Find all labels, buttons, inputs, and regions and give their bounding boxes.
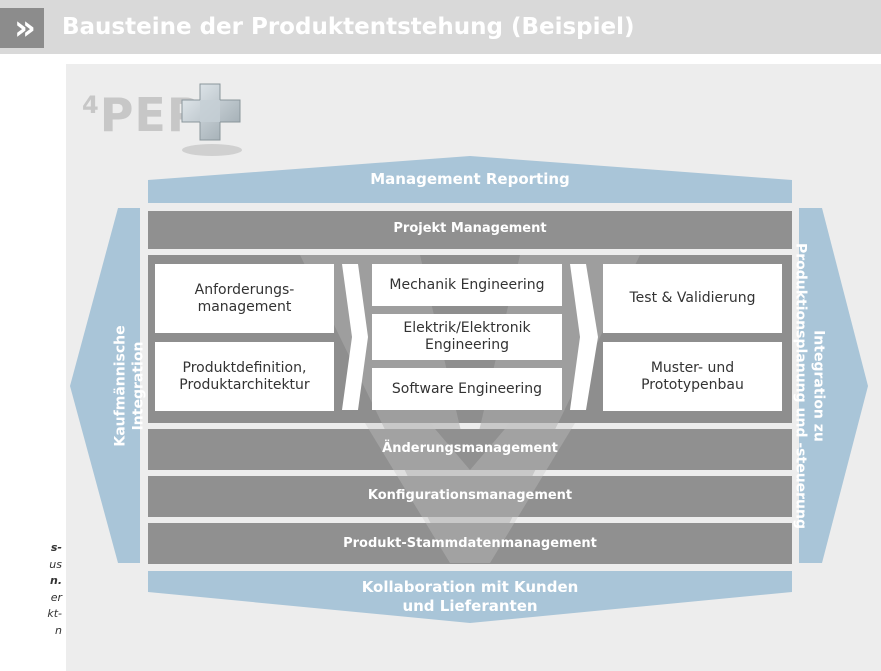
box-line: management — [197, 298, 292, 315]
musterbau-box: Muster- und Prototypenbau — [603, 342, 782, 411]
projekt-management-label: Projekt Management — [393, 221, 547, 236]
page-title: Bausteine der Produktentstehung (Beispie… — [62, 14, 635, 40]
kaufmaennische-integration-arrow — [70, 208, 140, 563]
side-caption: s- us n. er kt- n — [0, 540, 62, 639]
management-reporting-label: Management Reporting — [370, 170, 570, 188]
box-line: Anforderungs- — [194, 281, 295, 298]
box-line: Produktarchitektur — [179, 376, 310, 393]
box-line: Engineering — [425, 337, 509, 353]
label-line: Integration zu — [810, 330, 827, 442]
box-line: Muster- und — [650, 359, 735, 376]
chevron-right-icon — [570, 264, 598, 410]
caption-line: er — [50, 590, 62, 604]
chevron-right-icon: » — [0, 8, 44, 48]
chevron-right-icon — [342, 264, 368, 410]
produktdefinition-box: Produktdefinition, Produktarchitektur — [155, 342, 334, 411]
caption-line: kt- — [47, 607, 62, 620]
produktionsplanung-arrow — [799, 208, 868, 563]
konfigurationsmanagement-bar — [148, 476, 792, 517]
aenderungsmanagement-label: Änderungsmanagement — [382, 441, 558, 456]
elektrik-engineering-box: Elektrik/Elektronik Engineering — [372, 314, 562, 360]
konfigurationsmanagement-label: Konfigurationsmanagement — [367, 488, 573, 503]
caption-line: us — [49, 557, 62, 571]
box-line: Test & Validierung — [629, 290, 756, 307]
software-engineering-box: Software Engineering — [372, 368, 562, 410]
projekt-management-bar — [148, 211, 792, 249]
box-line: Elektrik/Elektronik — [403, 320, 531, 337]
caption-line: s- — [50, 541, 62, 554]
produktionsplanung-label: Integration zu Produktionsplanung und -s… — [792, 243, 827, 529]
logo-superscript: 4 — [82, 90, 100, 119]
management-reporting-banner — [148, 156, 792, 203]
mechanik-engineering-box: Mechanik Engineering — [372, 264, 562, 306]
caption-line: n. — [49, 574, 62, 587]
header-bar — [0, 0, 881, 54]
box-line: Mechanik Engineering — [389, 276, 545, 293]
label-line: Kaufmännische — [112, 325, 129, 447]
stammdaten-bar — [148, 523, 792, 564]
label-line: Integration — [130, 341, 146, 431]
box-line: Produktdefinition, — [182, 359, 307, 376]
stammdaten-label: Produkt-Stammdatenmanagement — [343, 536, 597, 551]
box-line: Software Engineering — [391, 380, 543, 397]
puzzle-cube-icon — [181, 83, 242, 156]
caption-line: n — [55, 623, 62, 637]
test-validierung-box: Test & Validierung — [603, 264, 782, 333]
label-line: Produktionsplanung und -steuerung — [793, 242, 809, 530]
kollaboration-label-1: Kollaboration mit Kunden — [361, 578, 579, 596]
box-line: Prototypenbau — [641, 376, 744, 393]
kollaboration-banner — [148, 571, 792, 623]
anforderungsmanagement-box: Anforderungs- management — [155, 264, 334, 333]
kollaboration-label-2: und Lieferanten — [402, 597, 538, 615]
aenderungsmanagement-bar — [148, 429, 792, 470]
kaufmaennische-integration-label: Kaufmännische Integration — [113, 325, 148, 446]
